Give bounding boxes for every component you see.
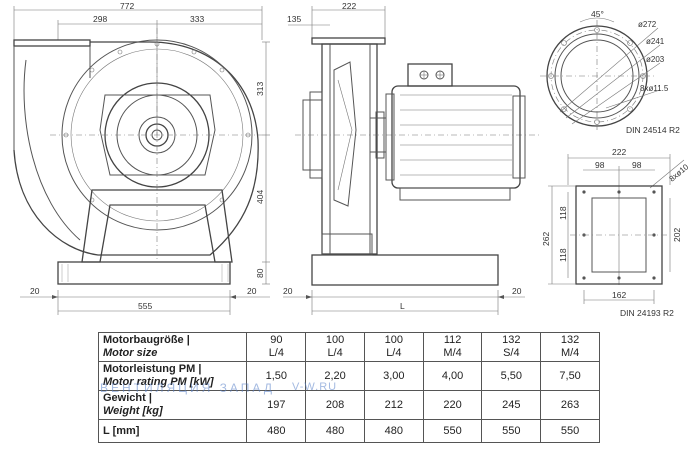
dim-333: 333 (190, 14, 204, 24)
spec-row-label: Motorbaugröße |Motor size (97, 332, 248, 362)
spec-cell: 245 (481, 390, 542, 420)
spec-cell: 4,00 (422, 361, 483, 391)
front-view: 772 298 333 (13, 1, 270, 315)
watermark-text: ВЕНТИЛЯЦИЯ ЗАПАД (100, 381, 275, 395)
dim-80: 80 (255, 268, 265, 278)
dim-772: 772 (120, 1, 134, 11)
spec-cell: 480 (305, 419, 365, 443)
dim-262: 262 (541, 232, 551, 246)
technical-drawing: 772 298 333 (13, 1, 691, 318)
dim-222-top: 222 (342, 1, 356, 11)
dim-20-mid: 20 (247, 286, 257, 296)
watermark-url: V-W.RU (292, 381, 338, 393)
spec-cell: 550 (422, 419, 483, 443)
spec-label-de: Motorbaugröße | (103, 334, 190, 346)
spec-label-en: Weight [kg] (103, 405, 163, 417)
dim-222-square: 222 (612, 147, 626, 157)
spec-label-de: L [mm] (103, 424, 140, 437)
dim-118-a: 118 (558, 206, 568, 220)
dim-20-side-left: 20 (283, 286, 293, 296)
dim-98-a: 98 (595, 160, 605, 170)
dim-313: 313 (255, 82, 265, 96)
dim-45-deg: 45° (591, 9, 604, 19)
spec-cell: 3,00 (363, 361, 424, 391)
spec-cell: 480 (246, 419, 307, 443)
spec-cell: 5,50 (481, 361, 542, 391)
square-flange-view: 222 98 98 8xø10 262 118 118 202 162 DIN … (541, 147, 691, 318)
spec-cell: 480 (363, 419, 424, 443)
dim-98-b: 98 (632, 160, 642, 170)
dim-118-b: 118 (558, 248, 568, 262)
dim-phi241: ø241 (646, 37, 665, 46)
spec-cell: 220 (422, 390, 483, 420)
spec-cell: 2,20 (305, 361, 365, 391)
dim-202: 202 (672, 228, 682, 242)
spec-cell: 208 (305, 390, 365, 420)
dim-holes-square: 8xø10 (668, 162, 691, 184)
din-square-label: DIN 24193 R2 (620, 308, 674, 318)
dim-holes-round: 8xø11.5 (640, 84, 669, 93)
spec-cell: 263 (540, 390, 600, 420)
spec-label-en: Motor size (103, 347, 158, 359)
spec-label-en: Motor rating PM [kW] (103, 376, 214, 388)
dim-20-left: 20 (30, 286, 40, 296)
round-flange-view: 45° ø272 ø241 ø203 8xø11.5 DIN 24514 R2 (540, 9, 680, 135)
spec-row-label: L [mm] (97, 419, 248, 443)
spec-label-de: Motorleistung PM | (103, 363, 202, 375)
dim-20-side-right: 20 (512, 286, 522, 296)
dim-298: 298 (93, 14, 107, 24)
spec-cell: 550 (540, 419, 600, 443)
dim-135: 135 (287, 14, 301, 24)
dim-L: L (400, 301, 405, 311)
spec-row-label: Gewicht |Weight [kg] (97, 390, 248, 420)
dim-404: 404 (255, 190, 265, 204)
dim-555: 555 (138, 301, 152, 311)
side-view: 135 222 (283, 1, 540, 315)
spec-label-de: Gewicht | (103, 392, 152, 404)
dim-phi203: ø203 (646, 55, 665, 64)
spec-cell: 550 (481, 419, 542, 443)
spec-cell: 7,50 (540, 361, 600, 391)
din-round-label: DIN 24514 R2 (626, 125, 680, 135)
spec-cell: 212 (363, 390, 424, 420)
dim-162: 162 (612, 290, 626, 300)
dim-phi272: ø272 (638, 20, 657, 29)
